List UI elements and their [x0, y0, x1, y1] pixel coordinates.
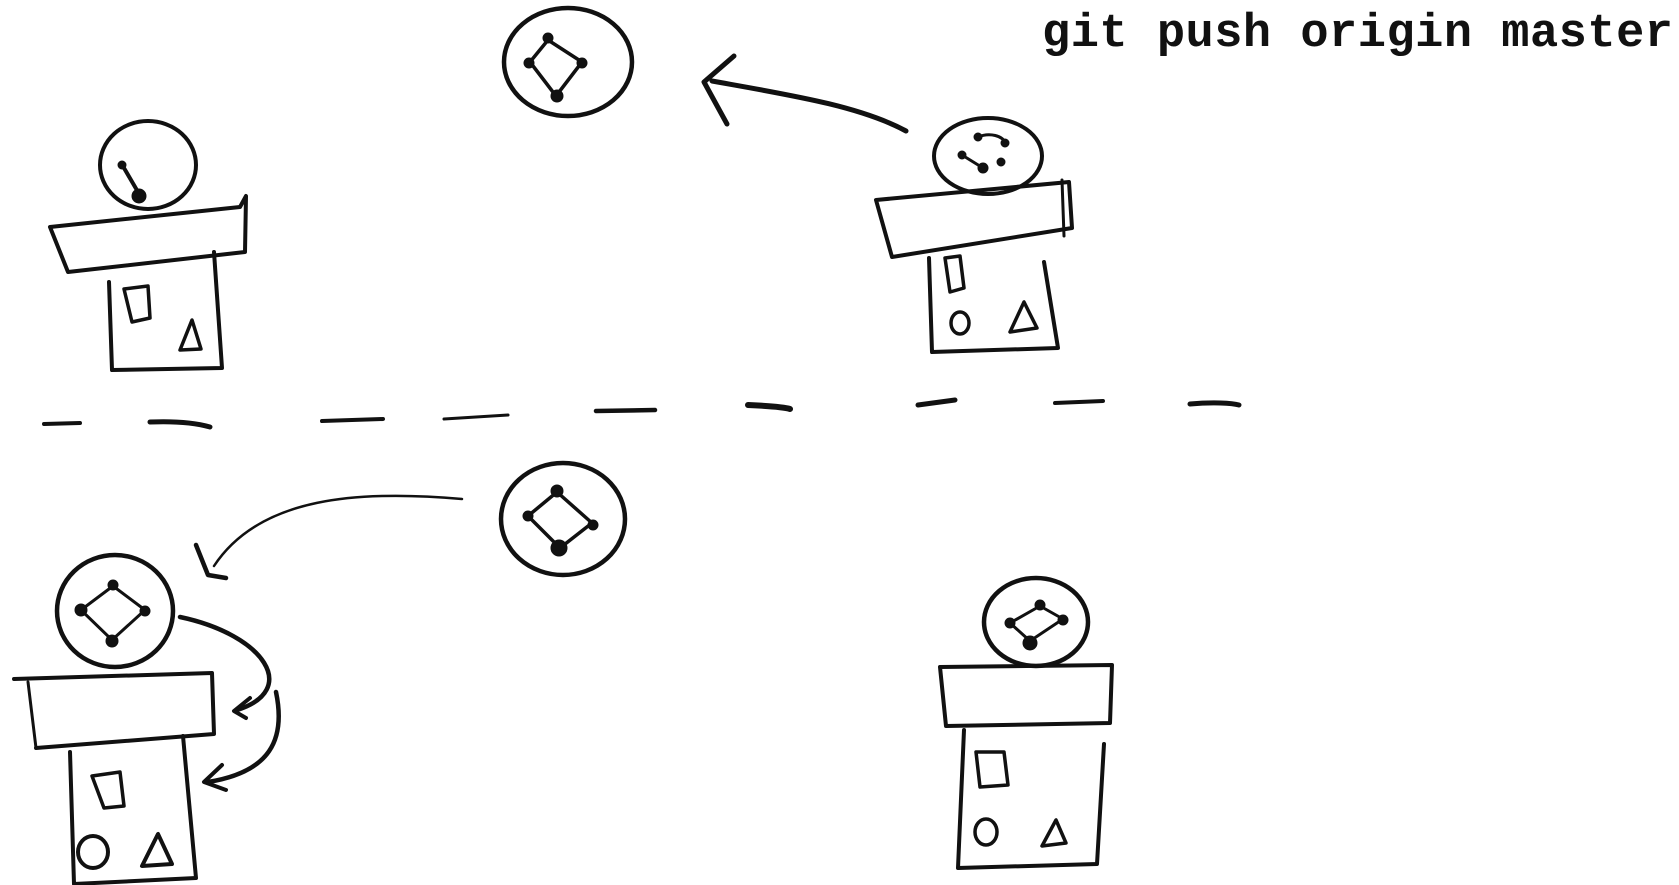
git-command-text: git push origin master [1042, 8, 1674, 61]
push-arrow-icon [701, 53, 909, 134]
repo-head-circle [981, 575, 1091, 669]
repo-working-dir-box [68, 734, 198, 885]
repo-head-circle [98, 119, 198, 211]
checkout-arrows-icon [177, 614, 281, 792]
commit-dots-icon [957, 132, 1010, 174]
repo-working-dir-box [927, 256, 1060, 354]
repo-figure-bottom-right [938, 575, 1114, 870]
repo-index-plank [938, 663, 1114, 728]
file-triangle-icon [1040, 818, 1068, 848]
file-circle-icon [76, 834, 110, 870]
file-triangle-icon [140, 832, 174, 868]
repo-head-circle [932, 116, 1044, 196]
commit-dots-icon [1004, 599, 1069, 651]
file-triangle-icon [1008, 300, 1039, 334]
repo-figure-top-right [874, 116, 1074, 354]
file-circle-icon [949, 310, 971, 336]
repo-index-plank [48, 194, 248, 274]
file-square-icon [90, 770, 126, 810]
remote-commit-bubble-bottom [498, 460, 628, 578]
repo-working-dir-box [956, 728, 1106, 870]
file-square-icon [943, 254, 966, 294]
file-square-icon [974, 750, 1010, 789]
commit-dots-icon [74, 579, 151, 648]
repo-index-plank [12, 671, 216, 750]
repo-figure-bottom-left [12, 552, 281, 885]
commit-dots-icon [117, 160, 147, 204]
repo-figure-top-left [48, 119, 248, 372]
time-divider-line [42, 397, 1242, 430]
remote-commit-bubble-top [501, 5, 635, 119]
fetch-arrow-icon [193, 494, 464, 581]
file-square-icon [122, 284, 152, 324]
repo-working-dir-box [107, 250, 224, 372]
file-triangle-icon [178, 318, 203, 352]
repo-index-plank [874, 180, 1074, 259]
repo-head-circle [54, 552, 176, 670]
file-circle-icon [973, 817, 999, 847]
